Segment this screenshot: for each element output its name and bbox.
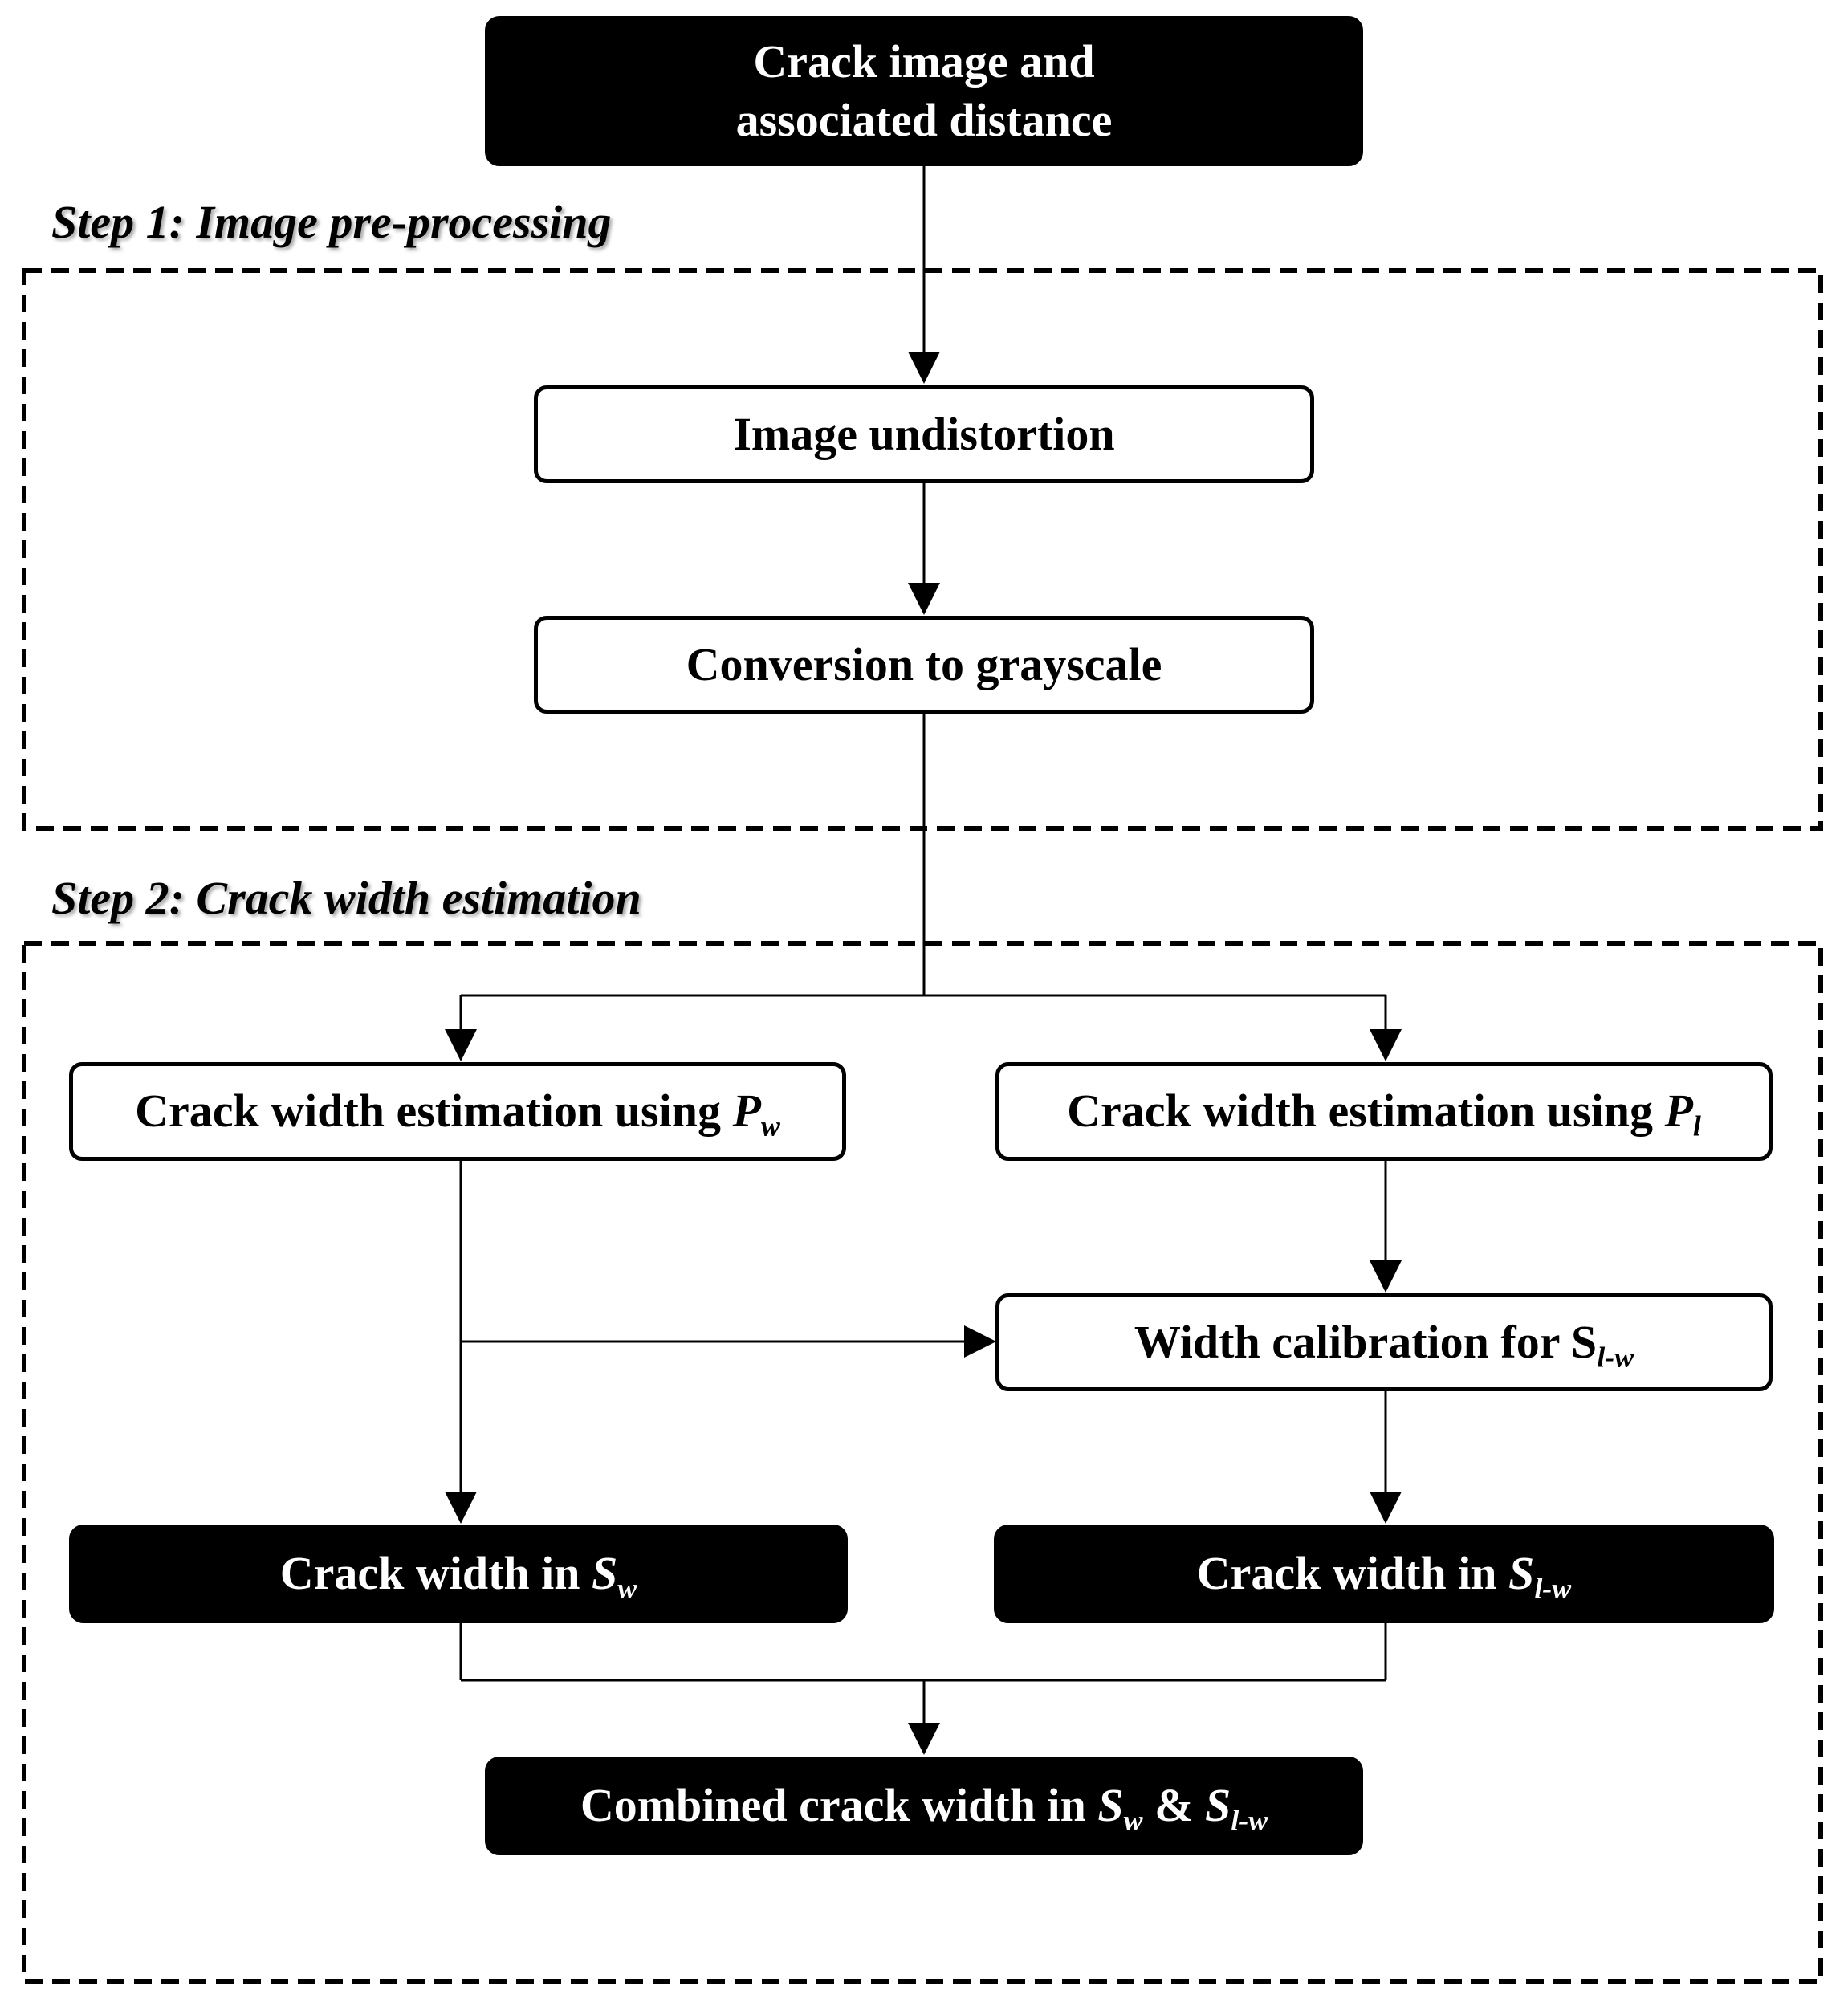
width-sw-sub: w xyxy=(617,1572,637,1605)
combined-label: Combined crack width in Sw & Sl-w xyxy=(580,1777,1268,1835)
estimation-pl-node: Crack width estimation using Pl xyxy=(995,1062,1773,1161)
combined-sub1: w xyxy=(1123,1804,1143,1837)
arrowhead-calibration-left xyxy=(964,1325,996,1358)
estimation-pw-var: P xyxy=(732,1085,761,1138)
arrowhead-undistortion xyxy=(908,352,940,384)
estimation-pw-label: Crack width estimation using Pw xyxy=(135,1082,780,1141)
estimation-pw-node: Crack width estimation using Pw xyxy=(69,1062,846,1161)
estimation-pl-var: P xyxy=(1664,1085,1693,1138)
calibration-text: Width calibration for xyxy=(1134,1315,1571,1368)
calibration-node: Width calibration for Sl-w xyxy=(995,1293,1773,1391)
arrowhead-width-sw xyxy=(445,1492,477,1524)
grayscale-label: Conversion to grayscale xyxy=(686,637,1162,690)
step1-label: Step 1: Image pre-processing xyxy=(51,196,612,248)
combined-text: Combined crack width in xyxy=(580,1779,1098,1832)
combined-amp: & xyxy=(1142,1779,1205,1832)
undistortion-node: Image undistortion xyxy=(534,385,1314,483)
estimation-pl-sub: l xyxy=(1692,1109,1701,1142)
calibration-sub: l-w xyxy=(1597,1341,1634,1374)
calibration-var: S xyxy=(1570,1315,1598,1368)
input-node: Crack image and associated distance xyxy=(485,16,1363,166)
width-slw-node: Crack width in Sl-w xyxy=(994,1525,1774,1623)
arrowhead-calibration xyxy=(1370,1260,1402,1293)
calibration-label: Width calibration for Sl-w xyxy=(1134,1313,1634,1372)
width-sw-text: Crack width in xyxy=(279,1547,592,1600)
estimation-pw-sub: w xyxy=(760,1109,780,1142)
step1-frame xyxy=(22,268,1823,831)
width-sw-var: S xyxy=(592,1547,618,1600)
width-slw-sub: l-w xyxy=(1534,1572,1572,1605)
input-node-line1: Crack image and xyxy=(753,35,1095,88)
arrowhead-estimation-pw xyxy=(445,1029,477,1061)
estimation-pl-label: Crack width estimation using Pl xyxy=(1067,1082,1701,1141)
arrowhead-grayscale xyxy=(908,583,940,615)
undistortion-label: Image undistortion xyxy=(733,407,1115,460)
arrowhead-estimation-pl xyxy=(1370,1029,1402,1061)
input-node-line2: associated distance xyxy=(735,93,1113,146)
width-slw-var: S xyxy=(1508,1547,1535,1600)
grayscale-node: Conversion to grayscale xyxy=(534,616,1314,714)
combined-var2: S xyxy=(1204,1779,1231,1832)
arrowhead-combined xyxy=(908,1723,940,1755)
arrowhead-width-slw xyxy=(1370,1492,1402,1524)
combined-var1: S xyxy=(1097,1779,1124,1832)
width-slw-label: Crack width in Sl-w xyxy=(1197,1545,1572,1603)
combined-sub2: l-w xyxy=(1231,1804,1268,1837)
width-sw-node: Crack width in Sw xyxy=(69,1525,848,1623)
combined-node: Combined crack width in Sw & Sl-w xyxy=(485,1757,1363,1855)
step2-label: Step 2: Crack width estimation xyxy=(51,872,641,924)
width-slw-text: Crack width in xyxy=(1196,1547,1509,1600)
estimation-pl-text: Crack width estimation using xyxy=(1067,1085,1665,1138)
estimation-pw-text: Crack width estimation using xyxy=(135,1085,733,1138)
width-sw-label: Crack width in Sw xyxy=(280,1545,637,1603)
